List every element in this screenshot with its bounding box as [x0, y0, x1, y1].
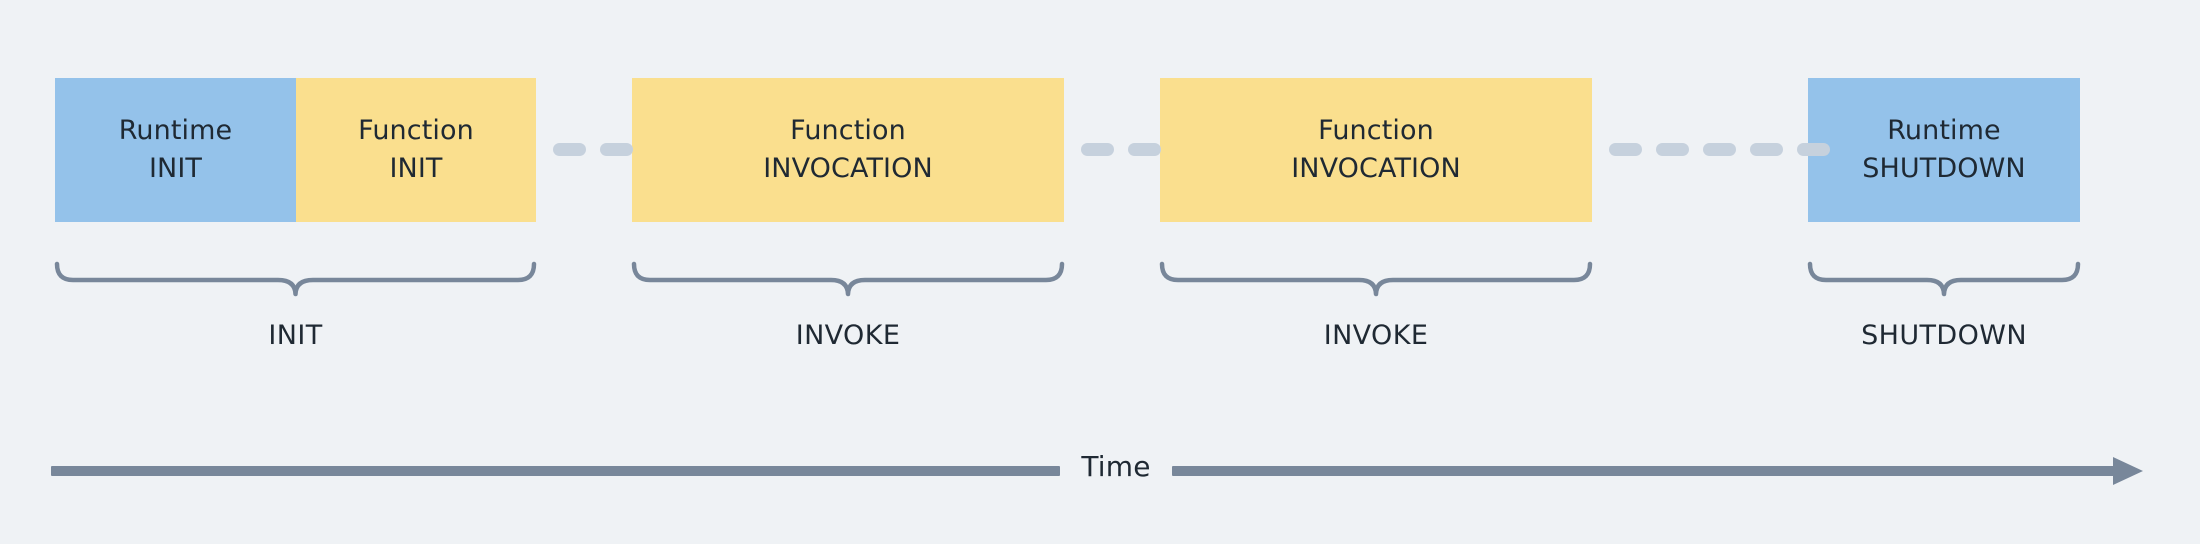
block-function-init: Function INIT [296, 78, 536, 222]
arrow-right-icon [2113, 457, 2143, 485]
dash-segment [1703, 143, 1736, 156]
block-runtime-init-line2: INIT [148, 153, 203, 184]
phase-label-shutdown: SHUTDOWN [1861, 320, 2027, 351]
block-runtime-shutdown: Runtime SHUTDOWN [1808, 78, 2080, 222]
block-function-invocation-2-line1: Function [1318, 114, 1434, 146]
block-runtime-shutdown-line1: Runtime [1887, 114, 2001, 146]
dashed-connector-1 [553, 143, 633, 156]
block-function-init-line1: Function [358, 114, 474, 146]
time-axis-line-right [1172, 466, 2117, 476]
time-axis-label: Time [1081, 450, 1151, 483]
dash-segment [600, 143, 633, 156]
block-runtime-init-line1: Runtime [118, 114, 233, 146]
dash-segment [1128, 143, 1161, 156]
dash-segment [1797, 143, 1830, 156]
phase-label-invoke-2: INVOKE [1323, 320, 1429, 351]
brace-invoke-1 [631, 261, 1065, 308]
dash-segment [1609, 143, 1642, 156]
time-axis-line-left [51, 466, 1060, 476]
time-axis: Time [0, 444, 2200, 506]
phase-label-invoke-1: INVOKE [795, 320, 901, 351]
block-function-init-line2: INIT [389, 153, 443, 184]
brace-init [54, 261, 537, 308]
dash-segment [553, 143, 586, 156]
block-runtime-shutdown-line2: SHUTDOWN [1862, 153, 2026, 184]
block-function-invocation-1: Function INVOCATION [632, 78, 1064, 222]
block-function-invocation-1-line1: Function [790, 114, 906, 146]
dash-segment [1081, 143, 1114, 156]
brace-shutdown [1807, 261, 2081, 308]
dash-segment [1656, 143, 1689, 156]
dash-segment [1750, 143, 1783, 156]
dashed-connector-2 [1081, 143, 1161, 156]
dashed-connector-3 [1609, 143, 1830, 156]
block-function-invocation-2: Function INVOCATION [1160, 78, 1592, 222]
block-function-invocation-1-line2: INVOCATION [763, 153, 933, 184]
brace-invoke-2 [1159, 261, 1593, 308]
block-function-invocation-2-line2: INVOCATION [1291, 153, 1461, 184]
phase-label-init: INIT [268, 320, 323, 351]
block-runtime-init: Runtime INIT [55, 78, 296, 222]
